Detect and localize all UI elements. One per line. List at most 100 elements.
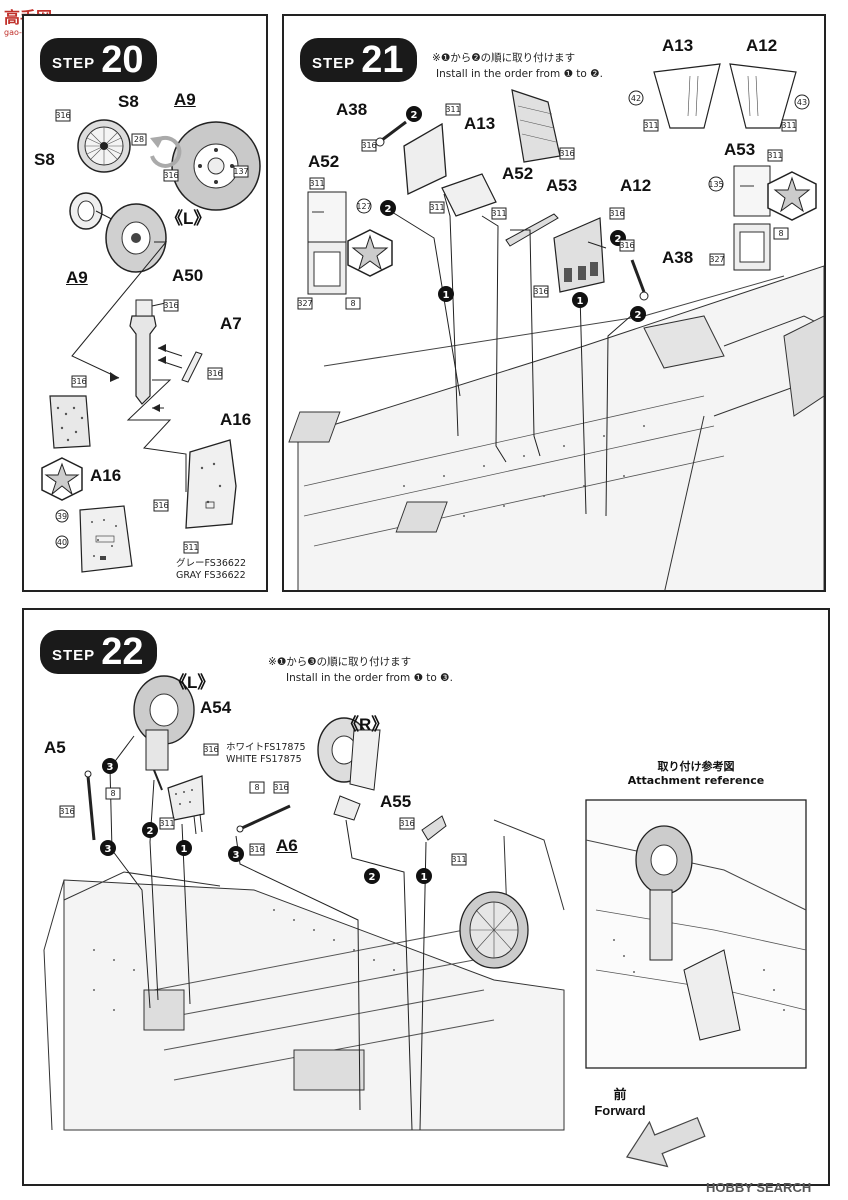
part-label-a52-center: A52 bbox=[502, 164, 534, 183]
svg-text:316: 316 bbox=[361, 141, 376, 150]
svg-text:327: 327 bbox=[709, 255, 724, 264]
svg-text:2: 2 bbox=[635, 310, 642, 321]
forward-en: Forward bbox=[594, 1103, 646, 1118]
color-note-gray: グレーFS36622 GRAY FS36622 bbox=[176, 558, 246, 582]
part-label-a52-left: A52 bbox=[308, 152, 340, 171]
svg-text:311: 311 bbox=[309, 179, 324, 188]
color-note-en: GRAY FS36622 bbox=[176, 569, 246, 581]
svg-text:316: 316 bbox=[249, 845, 264, 854]
svg-text:135: 135 bbox=[708, 180, 723, 189]
svg-text:8: 8 bbox=[350, 299, 355, 308]
svg-text:316: 316 bbox=[163, 301, 178, 310]
svg-text:8: 8 bbox=[254, 783, 259, 792]
order-badge: 2 bbox=[411, 110, 418, 121]
svg-text:39: 39 bbox=[57, 512, 67, 521]
step21-order-note-jp: ※❶から❷の順に取り付けます bbox=[432, 52, 576, 64]
svg-text:311: 311 bbox=[429, 203, 444, 212]
svg-text:3: 3 bbox=[233, 850, 240, 861]
step21-order-note-en: Install in the order from ❶ to ❷. bbox=[436, 68, 603, 80]
side-label-left: 《L》 bbox=[166, 209, 211, 228]
part-label-a13-center: A13 bbox=[464, 114, 496, 133]
part-label-a9-top: A9 bbox=[174, 90, 196, 109]
step-word: STEP bbox=[312, 54, 356, 72]
side-label-left: 《L》 bbox=[170, 673, 215, 692]
svg-text:311: 311 bbox=[781, 121, 796, 130]
part-label-a55: A55 bbox=[380, 792, 412, 811]
step21-panel: STEP 21 ※❶から❷の順に取り付けます Install in the or… bbox=[282, 14, 826, 592]
reference-title-jp: 取り付け参考図 bbox=[657, 760, 735, 773]
svg-text:1: 1 bbox=[443, 290, 450, 301]
svg-text:316: 316 bbox=[59, 807, 74, 816]
step22-panel: STEP 22 ※❶から❸の順に取り付けます Install in the or… bbox=[22, 608, 830, 1186]
part-label-a12-center: A12 bbox=[620, 176, 652, 195]
svg-text:311: 311 bbox=[159, 819, 174, 828]
svg-text:311: 311 bbox=[445, 105, 460, 114]
part-label-a38-left: A38 bbox=[336, 100, 368, 119]
step-number: 22 bbox=[101, 631, 144, 673]
svg-text:42: 42 bbox=[631, 94, 641, 103]
svg-text:316: 316 bbox=[533, 287, 548, 296]
part-label-a7: A7 bbox=[220, 314, 242, 333]
svg-text:316: 316 bbox=[55, 111, 70, 120]
side-label-right: 《R》 bbox=[342, 715, 389, 734]
step-word: STEP bbox=[52, 54, 96, 72]
color-note-jp: グレーFS36622 bbox=[176, 558, 247, 569]
part-label-a9-bottom: A9 bbox=[66, 268, 88, 287]
svg-text:8: 8 bbox=[778, 229, 783, 238]
svg-text:311: 311 bbox=[767, 151, 782, 160]
svg-text:2: 2 bbox=[369, 872, 376, 883]
part-label-a12-detail: A12 bbox=[746, 36, 778, 55]
part-label-a6: A6 bbox=[276, 836, 298, 855]
part-label-a13-detail: A13 bbox=[662, 36, 694, 55]
step21-drawing: 2 2 1 1 2 2 316 311 316 311 127 327 8 31… bbox=[288, 63, 824, 590]
svg-text:40: 40 bbox=[57, 538, 67, 547]
step20-panel: STEP 20 bbox=[22, 14, 268, 592]
svg-text:43: 43 bbox=[797, 98, 807, 107]
svg-text:2: 2 bbox=[147, 826, 154, 837]
svg-text:311: 311 bbox=[491, 209, 506, 218]
svg-text:316: 316 bbox=[273, 783, 288, 792]
step22-order-note-en: Install in the order from ❶ to ❸. bbox=[286, 672, 453, 684]
step-number: 20 bbox=[101, 39, 144, 81]
svg-text:316: 316 bbox=[609, 209, 624, 218]
svg-text:1: 1 bbox=[421, 872, 428, 883]
svg-text:8: 8 bbox=[110, 789, 115, 798]
svg-text:3: 3 bbox=[105, 844, 112, 855]
part-label-a53-center: A53 bbox=[546, 176, 578, 195]
color-note-white: ホワイトFS17875 WHITE FS17875 bbox=[226, 742, 306, 766]
svg-text:316: 316 bbox=[203, 745, 218, 754]
forward-label: 前 Forward bbox=[588, 1084, 652, 1118]
color-note-en: WHITE FS17875 bbox=[226, 753, 302, 765]
step22-drawing: 3 3 2 1 3 2 1 316 311 8 316 8 316 316 31 bbox=[43, 675, 807, 1168]
svg-text:316: 316 bbox=[153, 501, 168, 510]
svg-text:316: 316 bbox=[619, 241, 634, 250]
svg-text:316: 316 bbox=[163, 171, 178, 180]
forward-jp: 前 bbox=[613, 1087, 627, 1102]
part-label-a5: A5 bbox=[44, 738, 66, 757]
part-label-s8-top: S8 bbox=[118, 92, 139, 111]
svg-text:1: 1 bbox=[577, 296, 584, 307]
attachment-reference-title: 取り付け参考図 Attachment reference bbox=[626, 758, 766, 787]
svg-text:311: 311 bbox=[643, 121, 658, 130]
part-label-s8-left: S8 bbox=[34, 150, 55, 169]
svg-text:2: 2 bbox=[385, 204, 392, 215]
step22-badge: STEP 22 bbox=[40, 630, 158, 674]
part-label-a50: A50 bbox=[172, 266, 204, 285]
color-note-jp: ホワイトFS17875 bbox=[226, 742, 306, 753]
svg-text:316: 316 bbox=[559, 149, 574, 158]
svg-text:327: 327 bbox=[297, 299, 312, 308]
step-word: STEP bbox=[52, 646, 96, 664]
step21-badge: STEP 21 bbox=[300, 38, 418, 82]
part-label-a16-left: A16 bbox=[90, 466, 122, 485]
svg-text:316: 316 bbox=[399, 819, 414, 828]
step20-badge: STEP 20 bbox=[40, 38, 158, 82]
part-label-a53-detail: A53 bbox=[724, 140, 756, 159]
step-number: 21 bbox=[361, 39, 404, 81]
step22-order-note-jp: ※❶から❸の順に取り付けます bbox=[268, 656, 412, 668]
svg-text:316: 316 bbox=[71, 377, 86, 386]
svg-text:2: 2 bbox=[615, 234, 622, 245]
svg-text:311: 311 bbox=[183, 543, 198, 552]
hobby-search-watermark: HOBBY SEARCH bbox=[706, 1180, 812, 1195]
part-label-a16-right: A16 bbox=[220, 410, 252, 429]
svg-text:127: 127 bbox=[356, 202, 371, 211]
